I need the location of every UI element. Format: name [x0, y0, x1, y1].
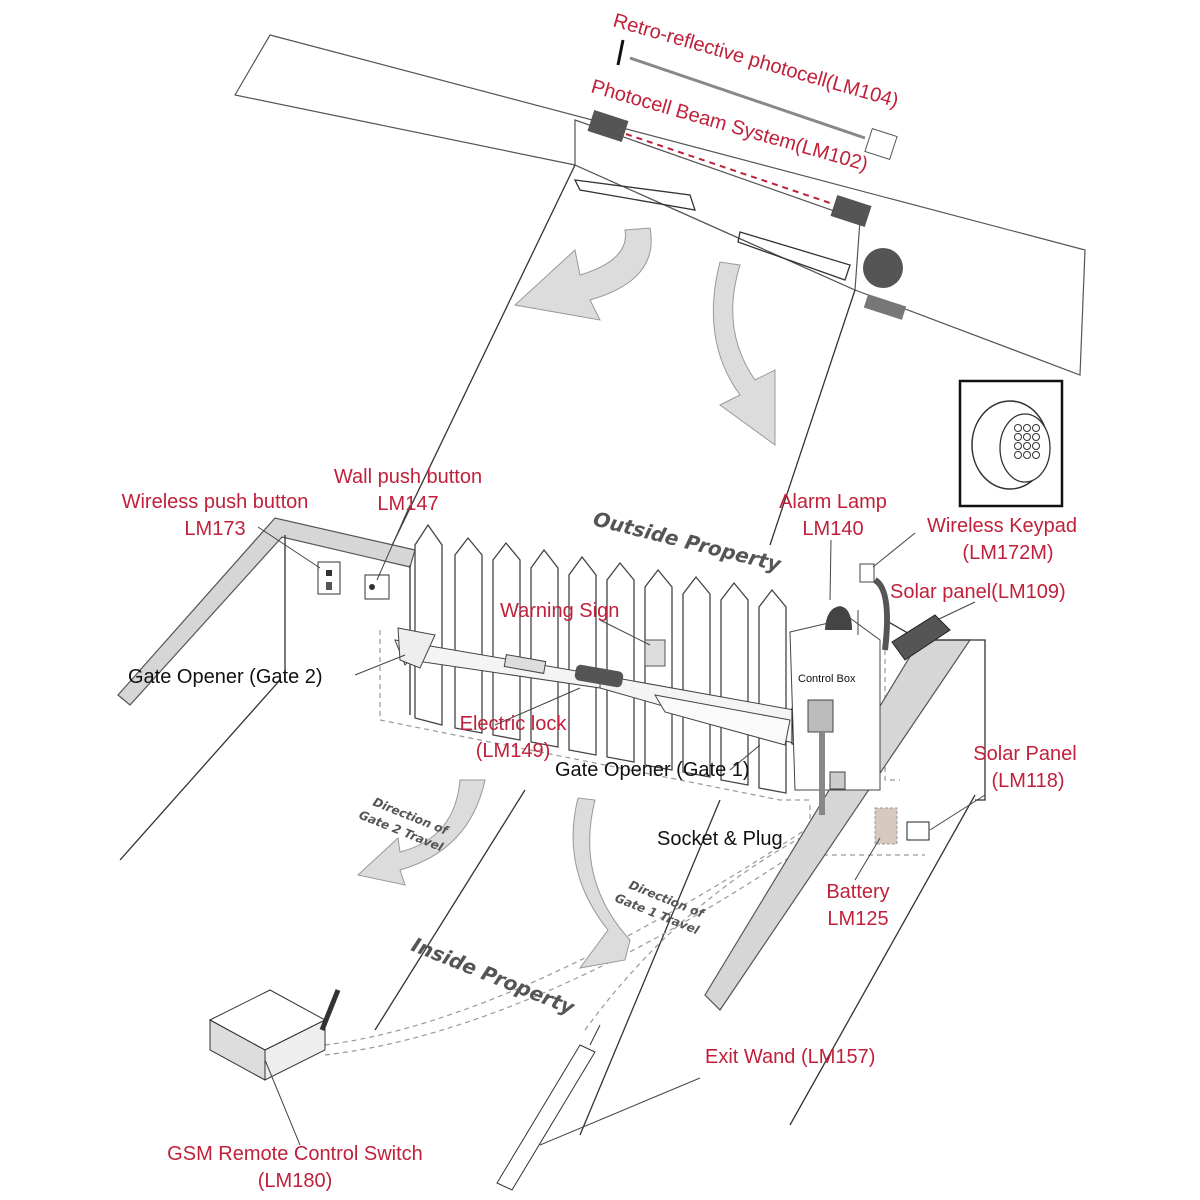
label-wireless-push-button-model: LM173 — [184, 518, 245, 540]
control-box-icon — [807, 699, 834, 733]
keypad-key — [1014, 442, 1022, 450]
alarm-lamp-icon — [825, 606, 852, 630]
label-alarm-lamp-model: LM140 — [802, 518, 863, 540]
label-wireless-keypad-model: (LM172M) — [962, 542, 1053, 564]
gate1-open-arrow — [712, 261, 776, 446]
label-wall-push-button: Wall push button — [334, 466, 482, 488]
top-opener-left — [573, 179, 696, 211]
retro-reflective-photocell — [616, 39, 898, 161]
keypad-key — [1023, 442, 1031, 450]
gate2-open-arrow — [513, 227, 652, 321]
keypad-key — [1023, 433, 1031, 441]
gate-opener-gate2-device — [394, 627, 601, 689]
label-wall-push-button-model: LM147 — [377, 493, 438, 515]
zone-inside-property: Inside Property — [408, 932, 579, 1020]
label-solar-panel-lm118-model: (LM118) — [992, 770, 1065, 792]
solar-panel-lm109-icon — [891, 614, 951, 661]
label-electric-lock: Electric lock — [460, 713, 568, 735]
top-wall — [234, 34, 1086, 376]
warning-sign-icon — [644, 639, 666, 667]
label-gsm-switch-model: (LM180) — [258, 1170, 332, 1192]
battery-icon — [874, 807, 898, 845]
gsm-switch-device — [208, 989, 341, 1081]
label-socket-plug: Socket & Plug — [657, 828, 783, 850]
label-exit-wand: Exit Wand (LM157) — [705, 1046, 875, 1068]
reflector-icon — [864, 127, 898, 161]
photocell-beam-system — [587, 109, 872, 228]
top-opener-right — [737, 231, 851, 281]
keypad-key — [1032, 433, 1040, 441]
photocell-receiver-icon — [830, 194, 872, 228]
gate2-travel-arrow — [356, 779, 486, 886]
electric-lock-icon — [574, 664, 624, 688]
wall-push-button-icon — [364, 574, 390, 600]
label-gate-opener-1: Gate Opener (Gate 1) — [555, 759, 750, 781]
gate-fence — [414, 523, 787, 794]
label-gate-opener-2: Gate Opener (Gate 2) — [128, 666, 323, 688]
label-wireless-push-button: Wireless push button — [122, 491, 309, 513]
label-battery: Battery — [826, 881, 889, 903]
exit-wand-device — [496, 1024, 601, 1191]
gate-post-icon — [863, 248, 903, 288]
label-wireless-keypad: Wireless Keypad — [927, 515, 1077, 537]
wireless-keypad-inset — [958, 379, 1064, 508]
label-warning-sign: Warning Sign — [500, 600, 619, 622]
wireless-push-button-icon — [317, 561, 341, 595]
label-solar-panel-lm109: Solar panel(LM109) — [890, 581, 1066, 603]
label-solar-panel-lm118: Solar Panel — [973, 743, 1076, 765]
leader-lines — [257, 504, 986, 1146]
right-wall — [704, 619, 986, 1011]
label-control-box: Control Box — [798, 673, 856, 685]
keypad-key — [1014, 451, 1022, 459]
socket-icon — [829, 771, 846, 790]
photocell-transmitter-icon — [587, 109, 629, 143]
control-box-housing — [789, 606, 881, 815]
keypad-key — [1032, 442, 1040, 450]
solar-charger-lm118-icon — [906, 821, 930, 841]
label-gsm-switch: GSM Remote Control Switch — [167, 1143, 423, 1165]
keypad-key — [1014, 433, 1022, 441]
label-alarm-lamp: Alarm Lamp — [779, 491, 887, 513]
keypad-key — [1023, 424, 1031, 432]
gate1-travel-arrow — [572, 797, 631, 969]
keypad-key — [1032, 424, 1040, 432]
keypad-key — [1023, 451, 1031, 459]
keypad-key — [1014, 424, 1022, 432]
label-electric-lock-model: (LM149) — [476, 740, 550, 762]
label-battery-model: LM125 — [827, 908, 888, 930]
keypad-key — [1032, 451, 1040, 459]
